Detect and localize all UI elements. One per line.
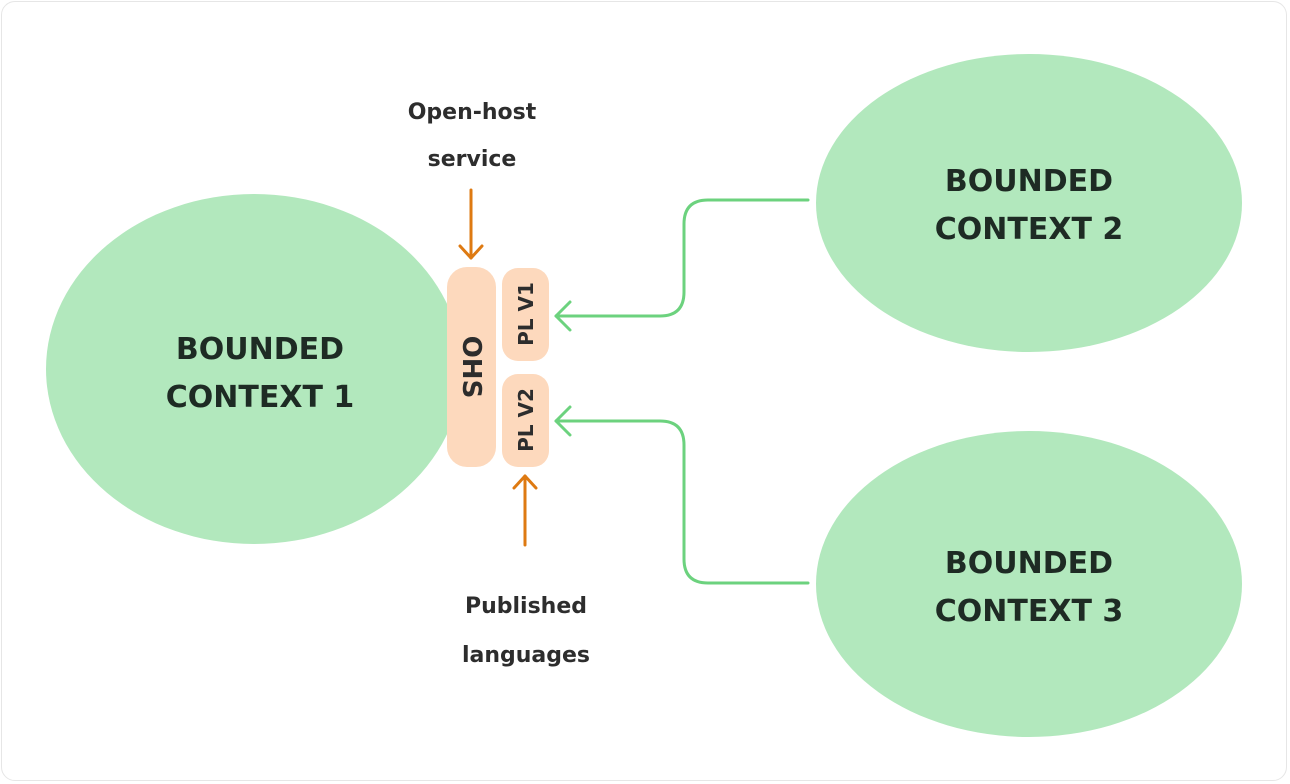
pl-v2-pill bbox=[502, 374, 549, 467]
bounded-context-2-line1: BOUNDED bbox=[945, 164, 1113, 199]
bounded-context-1-line2: CONTEXT 1 bbox=[166, 380, 355, 415]
published-annotation-line1: Published bbox=[465, 594, 587, 619]
pl-v2-label: PL V2 bbox=[514, 388, 538, 452]
ohs-node: OHS bbox=[447, 267, 496, 467]
connector-context-3-arrowhead bbox=[554, 405, 572, 437]
bounded-context-3: BOUNDED CONTEXT 3 bbox=[816, 431, 1242, 737]
bounded-context-2-shape bbox=[816, 54, 1242, 352]
bounded-context-1: BOUNDED CONTEXT 1 bbox=[46, 194, 462, 544]
open-host-annotation-line2: service bbox=[428, 147, 517, 172]
bounded-context-3-line2: CONTEXT 3 bbox=[935, 594, 1124, 629]
pl-v1-node: PL V1 bbox=[502, 268, 549, 361]
pl-v1-label: PL V1 bbox=[514, 282, 538, 346]
bounded-context-2-line2: CONTEXT 2 bbox=[935, 212, 1124, 247]
pl-v1-pill bbox=[502, 268, 549, 361]
bounded-context-1-line1: BOUNDED bbox=[176, 332, 344, 367]
connector-context-2-arrowhead bbox=[554, 300, 572, 332]
bounded-context-2: BOUNDED CONTEXT 2 bbox=[816, 54, 1242, 352]
open-host-arrowhead bbox=[458, 244, 484, 260]
ohs-label: OHS bbox=[456, 336, 486, 399]
bounded-context-3-shape bbox=[816, 431, 1242, 737]
bounded-context-1-shape bbox=[46, 194, 462, 544]
connector-context-2-to-pl-v1 bbox=[554, 198, 810, 318]
published-annotation-line2: languages bbox=[462, 643, 590, 668]
connector-context-3-to-pl-v2 bbox=[554, 419, 810, 585]
pl-v2-node: PL V2 bbox=[502, 374, 549, 467]
open-host-annotation-line1: Open-host bbox=[408, 100, 537, 125]
ohs-pill bbox=[447, 267, 496, 467]
published-languages-arrowhead bbox=[512, 474, 538, 490]
bounded-context-3-line1: BOUNDED bbox=[945, 546, 1113, 581]
